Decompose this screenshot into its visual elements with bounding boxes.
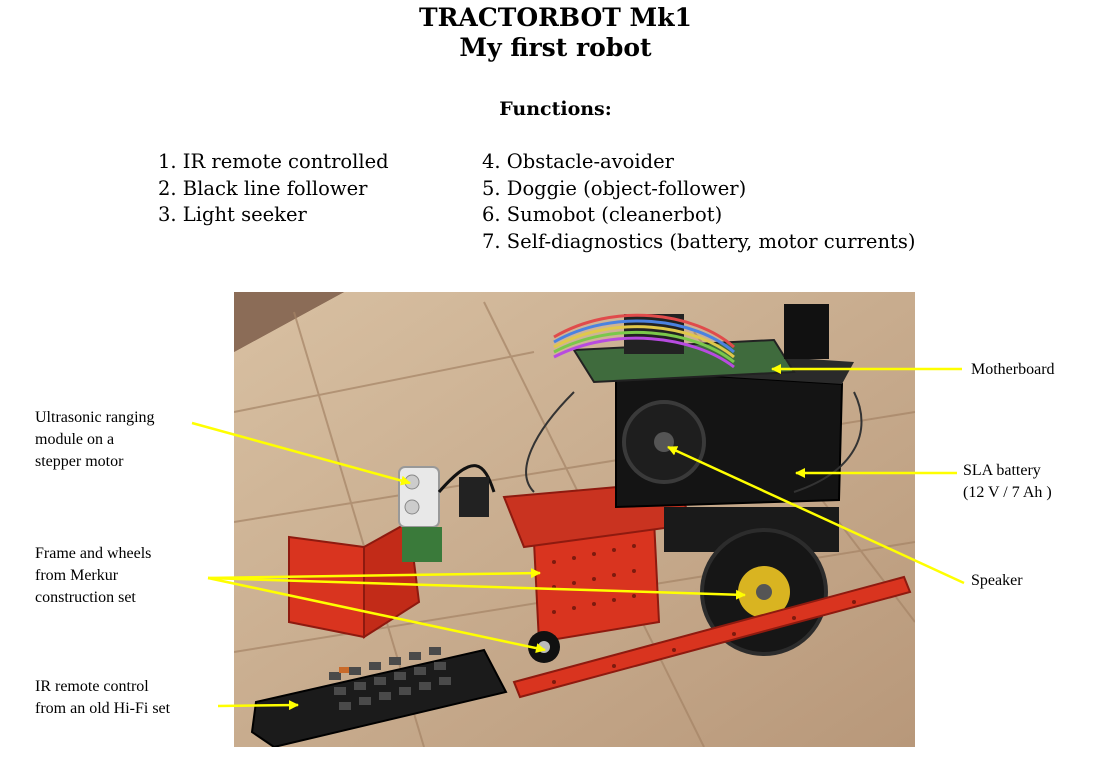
rear-frame [288,535,365,639]
function-item: 1. IR remote controlled [158,150,389,173]
remote-label: IR remote control from an old Hi-Fi set [35,678,171,717]
function-item: 2. Black line follower [158,176,368,200]
functions-list-right: 4. Obstacle-avoider 5. Doggie (object-fo… [482,149,915,255]
speaker-label: Speaker [971,572,1023,589]
robot-photo [234,292,915,747]
sla-battery-label: SLA battery (12 V / 7 Ah ) [963,462,1052,501]
functions-list-left: 1. IR remote controlled 2. Black line fo… [158,149,389,229]
function-item: 6. Sumobot (cleanerbot) [482,203,723,226]
function-item: 7. Self-diagnostics (battery, motor curr… [482,229,916,253]
frame-label: Frame and wheels from Merkur constructio… [35,545,152,606]
ultrasonic-sensor [398,466,440,528]
page-title: TRACTORBOT Mk1 [419,3,692,32]
function-item: 3. Light seeker [158,203,307,226]
functions-heading: Functions: [499,98,612,120]
function-item: 4. Obstacle-avoider [482,150,674,173]
ultrasonic-label: Ultrasonic ranging module on a stepper m… [35,409,155,470]
function-item: 5. Doggie (object-follower) [482,176,747,200]
motherboard-label: Motherboard [971,361,1055,378]
page-subtitle: My first robot [459,33,652,62]
